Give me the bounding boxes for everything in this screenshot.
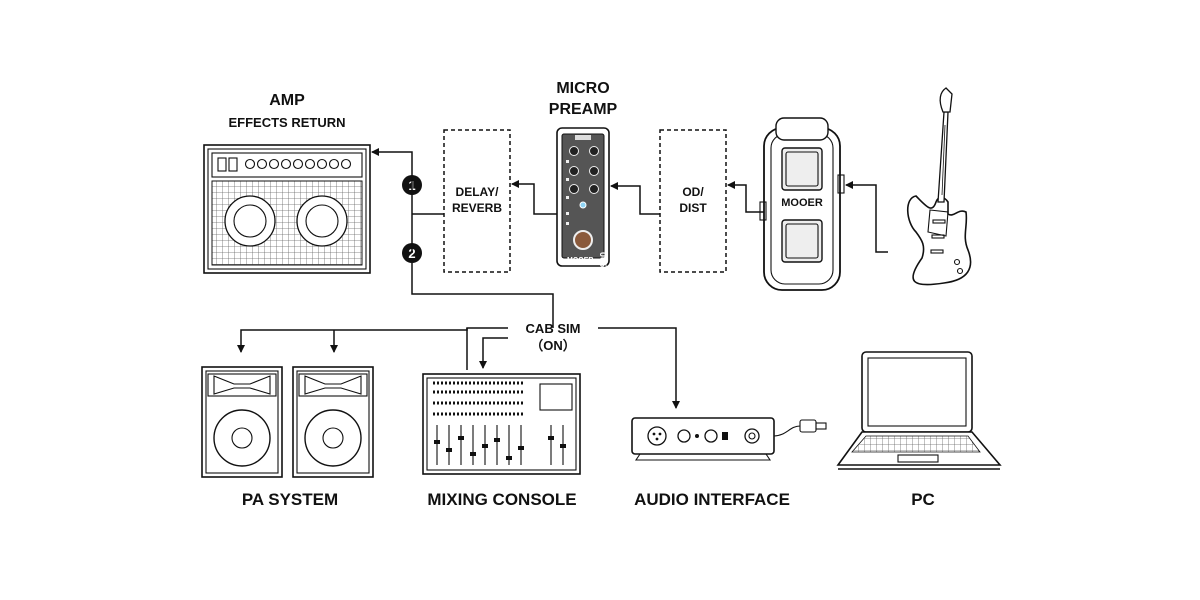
cab-sim-on-label: （ON） — [530, 338, 576, 353]
pc-label: PC — [911, 490, 935, 509]
amp-subtitle: EFFECTS RETURN — [229, 115, 346, 130]
preamp-title-line2: PREAMP — [549, 101, 618, 118]
audio-interface-icon — [631, 417, 827, 461]
od-dist-box — [659, 129, 727, 273]
signal-wires — [237, 148, 888, 409]
od-label-line1: OD/ — [682, 185, 704, 199]
mixing-console-label: MIXING CONSOLE — [427, 490, 576, 509]
pa-system-label: PA SYSTEM — [242, 490, 338, 509]
od-label-line2: DIST — [679, 201, 707, 215]
pa-speaker-left-icon — [201, 366, 283, 478]
pa-speaker-right-icon — [292, 366, 374, 478]
mixing-console-icon — [422, 373, 581, 475]
amp-title: AMP — [269, 92, 305, 109]
svg-text:005: 005 — [598, 252, 608, 267]
guitar-icon — [906, 87, 972, 286]
delay-label-line1: DELAY/ — [456, 185, 500, 199]
svg-text:2: 2 — [408, 246, 415, 261]
micro-preamp-icon: MOOER 005 — [556, 127, 610, 267]
footswitch-pedal-icon: MOOER — [759, 117, 845, 291]
delay-label-line2: REVERB — [452, 201, 502, 215]
svg-text:MOOER: MOOER — [567, 257, 593, 264]
cab-sim-label: CAB SIM — [526, 321, 581, 336]
laptop-icon — [836, 351, 1002, 470]
preamp-title-line1: MICRO — [556, 80, 609, 97]
audio-interface-label: AUDIO INTERFACE — [634, 490, 790, 509]
delay-reverb-box — [443, 129, 511, 273]
amp-icon — [203, 144, 371, 274]
svg-text:MOOER: MOOER — [781, 197, 823, 209]
